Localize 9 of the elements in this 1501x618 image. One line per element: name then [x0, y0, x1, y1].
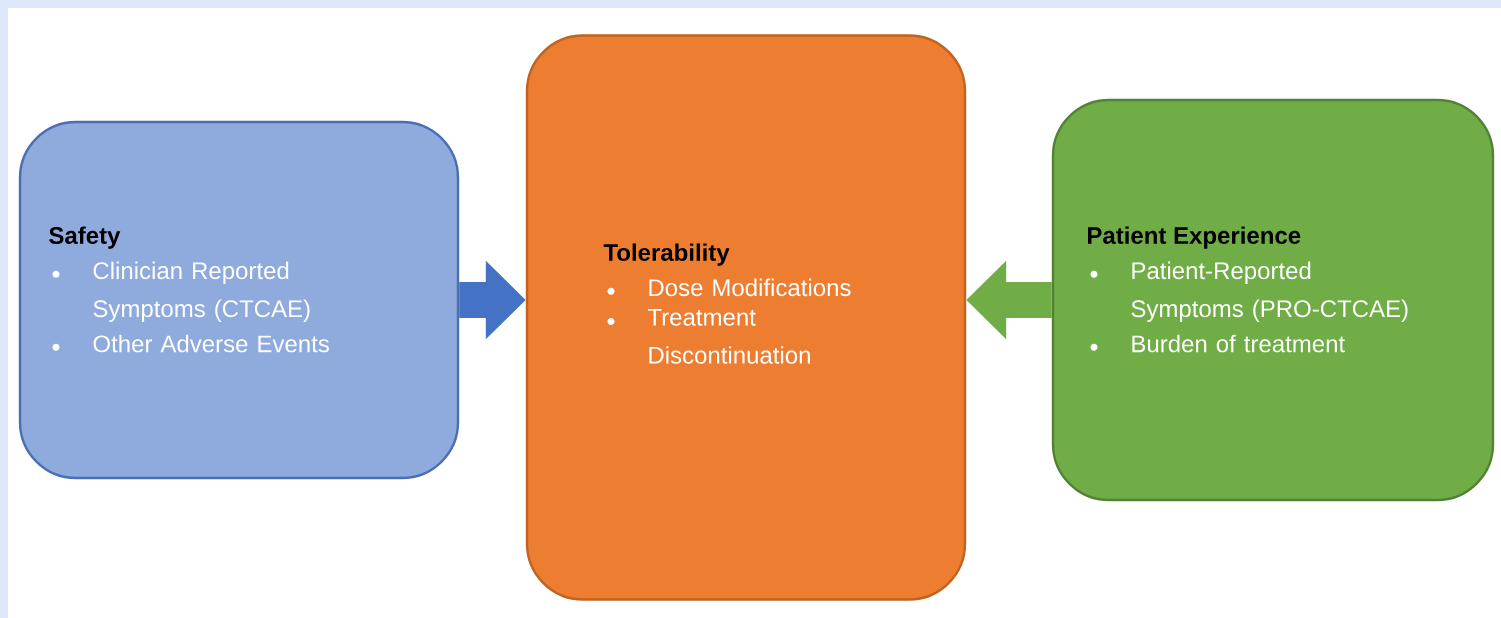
bullet-item: Dose Modifications	[607, 278, 851, 297]
bullet-item: Burden of treatment	[1090, 334, 1345, 353]
bullet-item: Other Adverse Events	[52, 334, 329, 353]
heading: Tolerability	[603, 243, 730, 266]
bullet-item: Patient-Reported Symptoms (PRO-CTCAE)	[1090, 261, 1408, 322]
heading: Patient Experience	[1088, 226, 1301, 249]
bullet-item: Clinician Reported Symptoms (CTCAE)	[52, 261, 310, 322]
heading: Safety	[49, 226, 121, 249]
bullet-item: Treatment Discontinuation	[607, 309, 810, 364]
